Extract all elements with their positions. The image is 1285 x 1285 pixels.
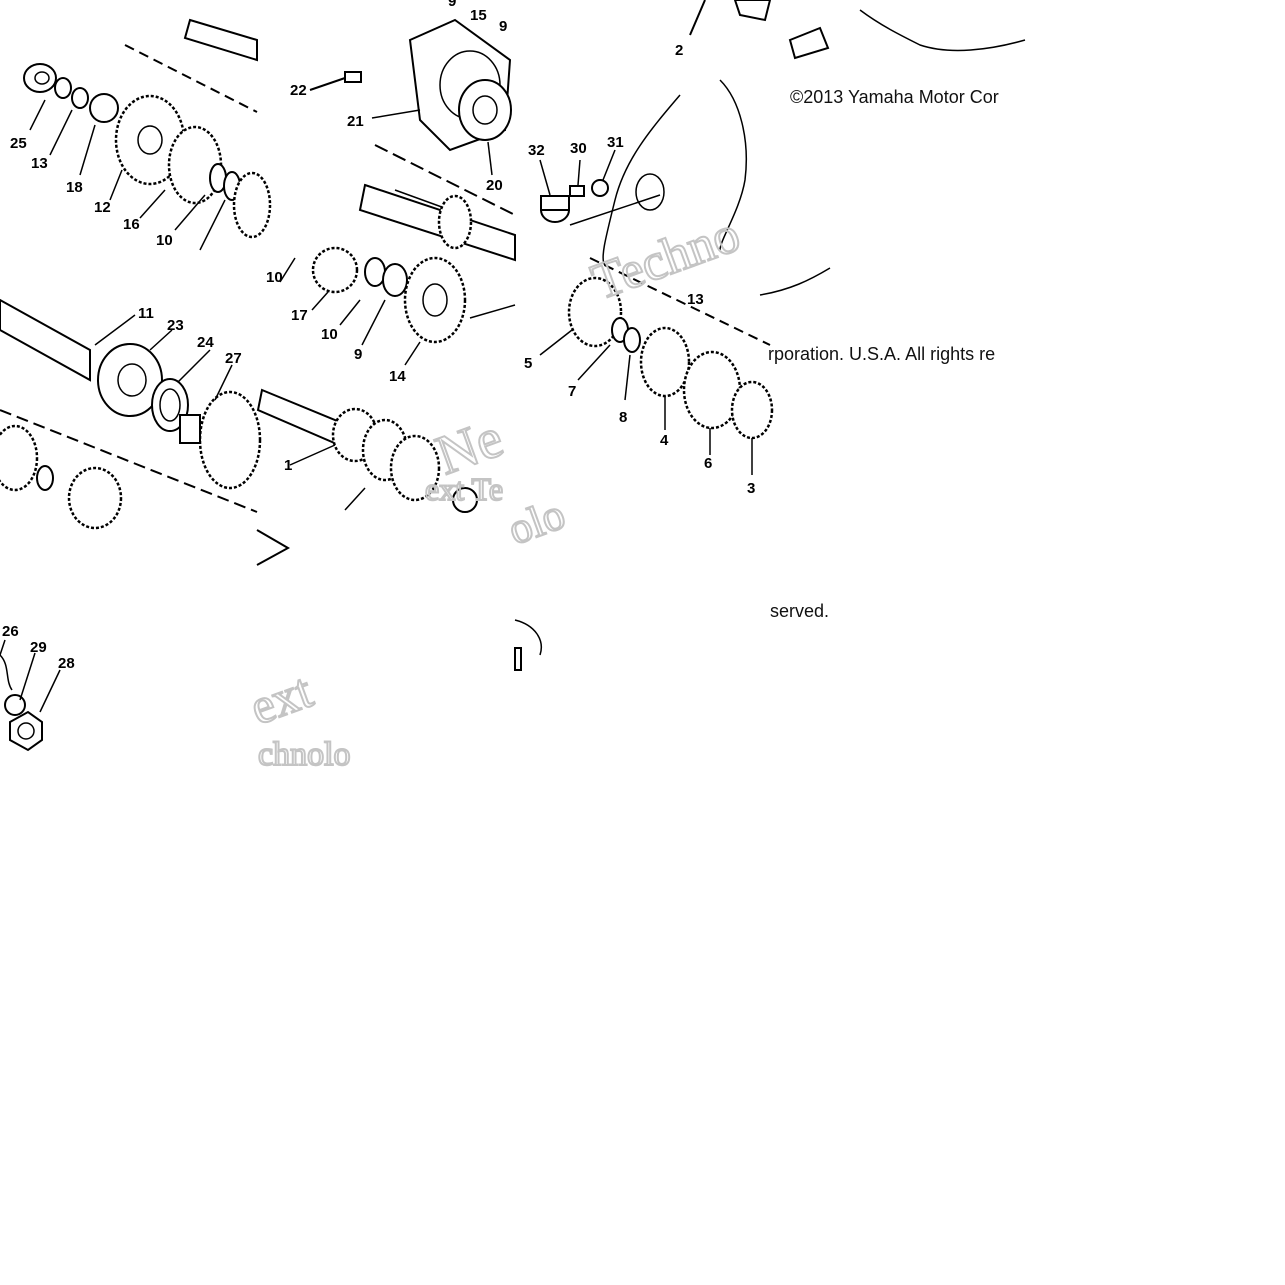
callout-label: 20 bbox=[486, 177, 503, 194]
callout-label: 8 bbox=[619, 409, 627, 426]
callout-label: 9 bbox=[354, 346, 362, 363]
callout-label: 9 bbox=[499, 18, 507, 35]
gear-part bbox=[567, 276, 623, 348]
callout-label: 10 bbox=[321, 326, 338, 343]
tile-top-right bbox=[539, 0, 1026, 266]
bearing-part bbox=[23, 63, 57, 93]
nut-part bbox=[9, 710, 43, 752]
callout-label: 24 bbox=[197, 334, 214, 351]
callout-label: 3 bbox=[747, 480, 755, 497]
callout-label: 11 bbox=[138, 305, 154, 322]
callout-label: 6 bbox=[704, 455, 712, 472]
callout-label: 23 bbox=[167, 317, 184, 334]
tile-lower bbox=[0, 529, 542, 752]
callout-label: 26 bbox=[2, 623, 19, 640]
callout-label: 15 bbox=[470, 7, 487, 24]
tile-top-left bbox=[23, 18, 272, 251]
tile-middle-right bbox=[539, 257, 831, 475]
callout-label: 1 bbox=[284, 457, 292, 474]
callout-label: 10 bbox=[266, 269, 283, 286]
bearing-part bbox=[97, 343, 163, 417]
callout-label: 4 bbox=[660, 432, 669, 449]
callout-label: 32 bbox=[528, 142, 545, 159]
tile-center bbox=[256, 246, 516, 513]
callout-label: 29 bbox=[30, 639, 47, 656]
bearing-part bbox=[458, 79, 512, 141]
callout-label: 2 bbox=[675, 42, 683, 59]
callout-label: 25 bbox=[10, 135, 27, 152]
callout-label: 21 bbox=[347, 113, 364, 130]
callout-label: 18 bbox=[66, 179, 83, 196]
copyright-fragment: ©2013 Yamaha Motor Cor bbox=[790, 87, 999, 107]
callout-label: 13 bbox=[687, 291, 704, 308]
copyright-fragment: served. bbox=[770, 601, 830, 621]
copyright-fragment: rporation. U.S.A. All rights re bbox=[768, 344, 996, 364]
callout-label: 17 bbox=[291, 307, 308, 324]
gear-part bbox=[730, 380, 774, 440]
callout-label: 7 bbox=[568, 383, 576, 400]
watermark-text: chnolo bbox=[258, 736, 351, 773]
callout-label: 9 bbox=[448, 0, 456, 10]
callout-label: 16 bbox=[123, 216, 140, 233]
watermark-text: ext Te bbox=[425, 471, 503, 507]
callout-label: 31 bbox=[607, 134, 624, 151]
tile-top-middle bbox=[309, 18, 516, 262]
callout-label: 27 bbox=[225, 350, 242, 367]
gear-part bbox=[639, 326, 691, 398]
gear-part bbox=[167, 125, 223, 205]
watermark-text: ext bbox=[243, 662, 320, 736]
callout-label: 5 bbox=[524, 355, 532, 372]
callout-label: 28 bbox=[58, 655, 75, 672]
callout-label: 14 bbox=[389, 368, 406, 385]
callout-label: 30 bbox=[570, 140, 587, 157]
callout-label: 12 bbox=[94, 199, 111, 216]
arrow-indicator-icon bbox=[788, 26, 830, 60]
watermark-text: olo bbox=[502, 489, 572, 554]
tile-middle-left bbox=[0, 298, 262, 530]
gear-part bbox=[682, 350, 742, 430]
callout-label: 22 bbox=[290, 82, 307, 99]
callout-label: 10 bbox=[156, 232, 173, 249]
callout-label: 13 bbox=[31, 155, 48, 172]
gear-part bbox=[403, 256, 467, 344]
sprocket-part bbox=[198, 390, 262, 490]
